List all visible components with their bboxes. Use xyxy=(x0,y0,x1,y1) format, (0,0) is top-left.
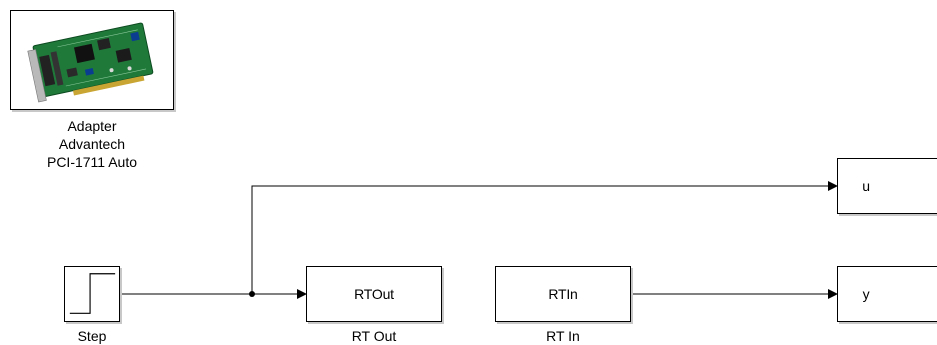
rt-in-caption: RT In xyxy=(546,328,580,344)
output-u-label: u xyxy=(862,178,870,194)
rt-out-caption: RT Out xyxy=(351,328,397,344)
adapter-caption: Adapter Advantech PCI-1711 Auto xyxy=(22,117,162,171)
adapter-caption-line-1: Adapter xyxy=(67,118,117,134)
output-u-block[interactable]: u xyxy=(837,158,937,214)
step-signal-icon xyxy=(69,273,116,314)
adapter-block[interactable] xyxy=(10,10,174,110)
rt-in-label: RTIn xyxy=(548,286,578,302)
step-caption: Step xyxy=(77,328,107,344)
adapter-caption-line-3: PCI-1711 Auto xyxy=(46,154,138,170)
rt-out-label: RTOut xyxy=(354,286,394,302)
rt-out-block[interactable]: RTOut xyxy=(306,266,442,322)
adapter-caption-line-2: Advantech xyxy=(58,136,126,152)
wire-branch-u[interactable] xyxy=(251,181,838,294)
output-y-block[interactable]: y xyxy=(837,266,937,322)
pci-card-image xyxy=(27,22,154,103)
step-block[interactable] xyxy=(64,266,120,322)
rt-in-block[interactable]: RTIn xyxy=(495,266,631,322)
branch-point[interactable] xyxy=(249,291,255,297)
output-y-label: y xyxy=(862,286,870,302)
